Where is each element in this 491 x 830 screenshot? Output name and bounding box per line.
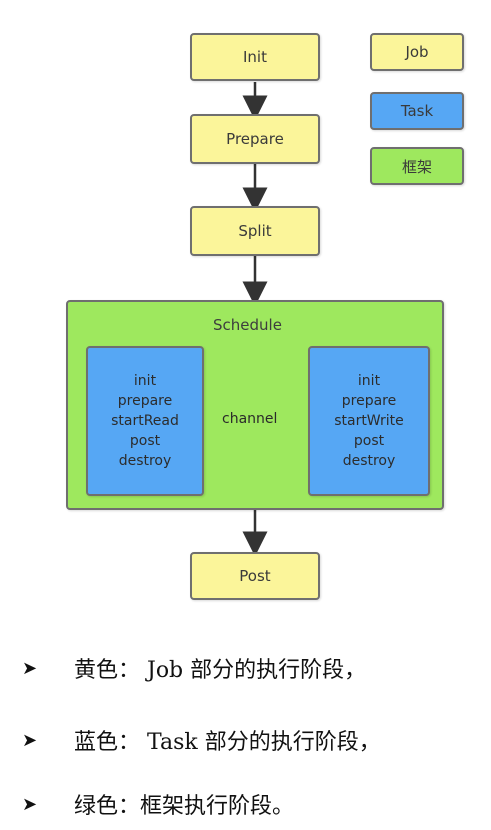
legend-job-label: Job xyxy=(405,43,429,61)
arrow-bullet-icon: ➤ xyxy=(22,657,38,679)
stage-post-label: Post xyxy=(239,567,271,585)
stage-prepare-label: Prepare xyxy=(226,130,284,148)
writer-task: init prepare startWrite post destroy xyxy=(308,346,430,496)
arrow-bullet-icon: ➤ xyxy=(22,793,38,815)
writer-step: startWrite xyxy=(334,413,404,429)
stage-init: Init xyxy=(190,33,320,81)
legend-framework: 框架 xyxy=(370,147,464,185)
writer-step: prepare xyxy=(341,393,397,409)
stage-post: Post xyxy=(190,552,320,600)
reader-step: post xyxy=(129,433,161,449)
note-blue: ➤ 蓝色： Task 部分的执行阶段， xyxy=(22,724,381,756)
writer-step: destroy xyxy=(342,453,396,469)
stage-schedule-label: Schedule xyxy=(213,316,282,334)
stage-split-label: Split xyxy=(238,222,272,240)
note-blue-text: 蓝色： Task 部分的执行阶段， xyxy=(74,730,381,755)
stage-prepare: Prepare xyxy=(190,114,320,164)
note-green-text: 绿色：框架执行阶段。 xyxy=(74,794,295,819)
stage-init-label: Init xyxy=(243,48,267,66)
note-green: ➤ 绿色：框架执行阶段。 xyxy=(22,788,294,820)
legend-task-label: Task xyxy=(400,102,434,120)
reader-step: init xyxy=(133,373,157,389)
reader-step: prepare xyxy=(117,393,173,409)
writer-step: post xyxy=(353,433,385,449)
stage-split: Split xyxy=(190,206,320,256)
note-yellow: ➤ 黄色： Job 部分的执行阶段， xyxy=(22,652,366,684)
legend-framework-label: 框架 xyxy=(401,157,432,176)
arrow-bullet-icon: ➤ xyxy=(22,729,38,751)
reader-step: destroy xyxy=(118,453,172,469)
legend-job: Job xyxy=(370,33,464,71)
reader-task: init prepare startRead post destroy xyxy=(86,346,204,496)
writer-step: init xyxy=(357,373,381,389)
reader-step: startRead xyxy=(111,413,179,429)
channel-label: channel xyxy=(222,411,278,427)
legend-task: Task xyxy=(370,92,464,130)
note-yellow-text: 黄色： Job 部分的执行阶段， xyxy=(74,658,367,683)
